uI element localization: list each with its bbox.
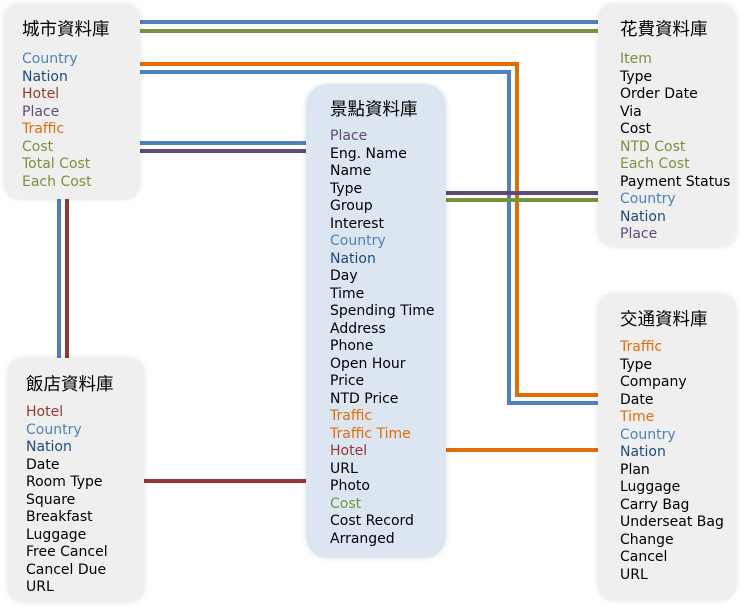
- place-database-title: 景點資料庫: [330, 100, 418, 120]
- expense-field-item: Payment Status: [620, 173, 731, 190]
- place-field-item: Hotel: [330, 443, 368, 459]
- place-field-item: Price: [330, 373, 365, 389]
- hotel-field-item: Cancel Due: [26, 561, 107, 578]
- place-field-item: Time: [330, 285, 365, 302]
- expense-database-title: 花費資料庫: [620, 20, 708, 40]
- expense-field-item: NTD Cost: [620, 138, 686, 155]
- place-field-item: Open Hour: [330, 355, 406, 372]
- city-field-item: Cost: [22, 138, 54, 155]
- hotel-field-item: Breakfast: [26, 509, 93, 525]
- city-field-item: Hotel: [22, 86, 60, 102]
- place-field-item: Interest: [330, 215, 384, 232]
- place-field-item: NTD Price: [330, 390, 399, 407]
- hotel-field-item: Square: [26, 491, 76, 508]
- expense-field-item: Cost: [620, 121, 652, 137]
- traffic-field-item: Change: [620, 531, 674, 548]
- traffic-field-item: Plan: [620, 461, 650, 478]
- traffic-field-item: Date: [620, 391, 654, 408]
- place-field-item: Arranged: [330, 530, 395, 547]
- hotel-field-item: URL: [26, 579, 54, 595]
- expense-field-item: Place: [620, 226, 658, 242]
- place-field-item: Type: [330, 180, 363, 197]
- traffic-field-item: Luggage: [620, 479, 681, 495]
- place-field-item: Address: [330, 320, 386, 337]
- city-database-title: 城市資料庫: [22, 20, 110, 40]
- traffic-field-item: Traffic: [620, 339, 663, 355]
- hotel-field-item: Country: [26, 421, 82, 438]
- expense-field-item: Item: [620, 51, 652, 67]
- expense-field-item: Each Cost: [620, 156, 690, 172]
- hotel-field-item: Hotel: [26, 404, 64, 420]
- city-field-item: Country: [22, 51, 78, 67]
- traffic-field-item: Time: [620, 409, 655, 425]
- place-field-item: Traffic Time: [330, 425, 411, 442]
- link-city-to-traffic-blue: [140, 70, 598, 405]
- place-field-item: URL: [330, 460, 358, 477]
- place-field-item: Traffic: [330, 408, 373, 424]
- city-field-item: Traffic: [22, 121, 65, 137]
- city-field-item: Place: [22, 103, 60, 120]
- city-field-item: Nation: [22, 68, 68, 85]
- expense-field-item: Order Date: [620, 86, 698, 102]
- traffic-field-item: Company: [620, 374, 687, 390]
- place-field-item: Cost Record: [330, 513, 414, 529]
- traffic-field-item: Country: [620, 426, 676, 443]
- traffic-field-item: Type: [620, 356, 653, 373]
- traffic-field-item: Cancel: [620, 549, 668, 565]
- traffic-field-item: Underseat Bag: [620, 514, 724, 530]
- place-field-item: Day: [330, 268, 358, 284]
- link-city-to-traffic-orange: [140, 62, 598, 397]
- traffic-field-item: Carry Bag: [620, 496, 690, 513]
- place-field-item: Spending Time: [330, 303, 435, 319]
- place-field-item: Place: [330, 128, 368, 144]
- place-field-item: Cost: [330, 495, 362, 512]
- place-field-item: Photo: [330, 478, 370, 494]
- place-field-item: Nation: [330, 250, 376, 267]
- expense-field-item: Nation: [620, 208, 666, 225]
- traffic-field-item: Nation: [620, 444, 666, 460]
- place-field-item: Country: [330, 233, 386, 249]
- place-field-item: Phone: [330, 338, 374, 354]
- hotel-field-item: Free Cancel: [26, 544, 108, 560]
- city-field-item: Each Cost: [22, 173, 92, 190]
- hotel-field-item: Date: [26, 456, 60, 473]
- place-field-item: Name: [330, 163, 372, 179]
- hotel-field-item: Luggage: [26, 526, 87, 543]
- place-field-item: Eng. Name: [330, 145, 407, 162]
- expense-field-item: Country: [620, 191, 676, 207]
- traffic-database-title: 交通資料庫: [620, 310, 708, 330]
- expense-field-item: Via: [620, 103, 642, 120]
- expense-field-item: Type: [620, 68, 653, 85]
- traffic-field-item: URL: [620, 566, 648, 583]
- hotel-field-item: Room Type: [26, 474, 103, 490]
- city-field-item: Total Cost: [22, 156, 91, 172]
- hotel-field-item: Nation: [26, 439, 72, 455]
- hotel-database-title: 飯店資料庫: [26, 375, 114, 395]
- place-field-item: Group: [330, 198, 373, 214]
